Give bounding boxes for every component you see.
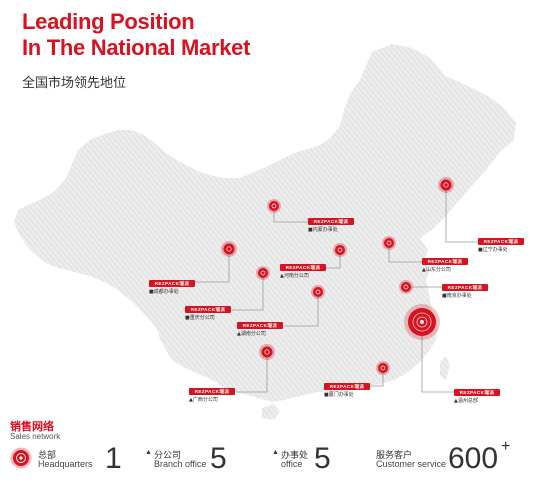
label-hunan: ▲湖南分公司 [237, 331, 266, 337]
title-line-2: In The National Market [22, 35, 251, 60]
label-wenzhou: ▲温州总部 [454, 398, 478, 404]
pin-henan [333, 243, 347, 257]
sales-network-title-cn: 销售网络 [10, 420, 54, 433]
stat-office-label-cn: 办事处 [281, 451, 309, 461]
pin-guangxi [259, 344, 275, 360]
stat-hq-label-en: Headquarters [38, 459, 93, 469]
pin-nanjing [399, 280, 413, 294]
stat-branch-value: 5 [210, 442, 227, 475]
connector-lines [195, 185, 478, 393]
brand-tag-chengdu: REZPACK瑞派 [149, 280, 195, 287]
label-nanjing: ■南京办事处 [442, 293, 472, 299]
connector-chengdu [195, 249, 230, 283]
stat-hq-label-cn: 总部 [38, 451, 57, 461]
stat-branch-office: ▲ 分公司 Branch office 5 [145, 444, 235, 474]
brand-tag-wenzhou: REZPACK瑞派 [454, 389, 500, 396]
connector-hunan [284, 292, 319, 327]
stat-customers-value: 600 [448, 442, 499, 475]
map-hainan [262, 404, 280, 420]
connector-chongqing [232, 273, 264, 311]
brand-tag-guangxi: REZPACK瑞派 [189, 388, 235, 395]
brand-tag-chongqing: REZPACK瑞派 [185, 306, 231, 313]
stat-customers-suffix: + [501, 438, 511, 455]
stat-customers-label-cn: 服务客户 [376, 451, 413, 461]
stat-office-value: 5 [314, 442, 331, 475]
pin-xiamen [376, 361, 390, 375]
subtitle-cn: 全国市场领先地位 [22, 76, 127, 91]
pin-chengdu [221, 241, 237, 257]
brand-tag-nanjing: REZPACK瑞派 [442, 284, 488, 291]
location-pins [221, 177, 454, 375]
label-xiamen: ■厦门办事处 [324, 392, 354, 398]
brand-tag-hunan: REZPACK瑞派 [237, 322, 283, 329]
title-line-1: Leading Position [22, 9, 195, 34]
connector-xiamen [370, 368, 384, 387]
label-liaoning: ■辽宁办事处 [478, 247, 508, 253]
pin-wenzhou-hq [404, 304, 440, 340]
pin-liaoning [438, 177, 454, 193]
label-inner-mongolia: ■内蒙办事处 [308, 227, 338, 233]
brand-tag-henan: REZPACK瑞派 [280, 264, 326, 271]
pin-chongqing [256, 266, 270, 280]
map-taiwan [440, 356, 450, 380]
stat-customers: 服务客户 Customer service 600 + [376, 438, 526, 475]
connector-henan [326, 250, 341, 269]
target-icon [10, 447, 32, 469]
connector-inner-mongolia [273, 206, 308, 223]
connector-shandong [388, 243, 422, 263]
pin-hunan [311, 285, 325, 299]
label-chengdu: ■成都办事处 [149, 289, 179, 295]
label-chongqing: ■重庆分公司 [185, 315, 215, 321]
stat-branch-label-en: Branch office [154, 459, 207, 469]
sales-network-title-en: Sales network [10, 432, 61, 441]
stat-headquarters: 总部 Headquarters 1 [10, 442, 122, 475]
stat-branch-label-cn: 分公司 [154, 451, 182, 461]
stat-customers-label-en: Customer service [376, 459, 447, 469]
brand-tag-xiamen: REZPACK瑞派 [324, 383, 370, 390]
triangle-icon: ▲ [272, 449, 279, 456]
brand-tag-shandong: REZPACK瑞派 [422, 258, 468, 265]
brand-tag-inner-mongolia: REZPACK瑞派 [308, 218, 354, 225]
stat-office: ▲ 办事处 office 5 [272, 444, 342, 474]
label-shandong: ▲山东分公司 [422, 267, 451, 273]
connector-liaoning [445, 185, 478, 243]
label-guangxi: ▲广西分公司 [189, 397, 218, 403]
brand-tag-liaoning: REZPACK瑞派 [478, 238, 524, 245]
pin-inner-mongolia [267, 199, 281, 213]
pin-shandong [382, 236, 396, 250]
connector-wenzhou [421, 322, 454, 393]
map-landmass [14, 44, 516, 402]
connector-guangxi [236, 352, 268, 393]
triangle-icon: ▲ [145, 449, 152, 456]
label-henan: ▲河南分公司 [280, 273, 309, 279]
stat-hq-value: 1 [105, 442, 122, 475]
stat-office-label-en: office [281, 459, 303, 469]
